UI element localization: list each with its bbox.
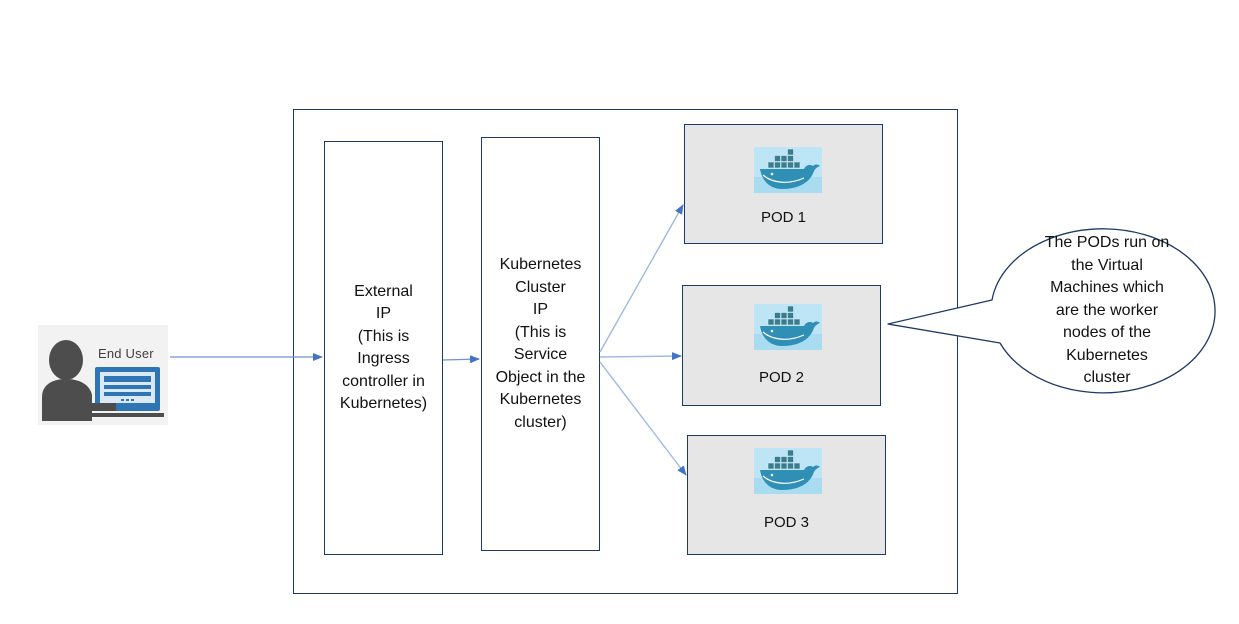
pod-3-label: POD 3 bbox=[763, 514, 809, 531]
callout-bubble bbox=[887, 228, 1216, 394]
pod-3-box: POD 3 bbox=[687, 435, 886, 555]
arrow-ingress-to-service bbox=[442, 355, 480, 364]
arrow-service-to-pod-3 bbox=[599, 361, 687, 476]
pod-1-label: POD 1 bbox=[760, 209, 806, 226]
end-user-label: End User bbox=[98, 346, 154, 361]
ingress-controller-box: External IP (This is Ingress controller … bbox=[324, 141, 443, 555]
pod-2-box: POD 2 bbox=[682, 285, 881, 406]
callout-text: The PODs run on the Virtual Machines whi… bbox=[1044, 234, 1170, 386]
end-user-graphic: End User bbox=[38, 325, 168, 425]
pod-1-box: POD 1 bbox=[684, 124, 883, 244]
pod-2-label: POD 2 bbox=[758, 369, 804, 386]
user-at-computer-icon bbox=[42, 340, 164, 421]
service-cluster-ip-box: Kubernetes Cluster IP (This is Service O… bbox=[481, 137, 600, 551]
arrow-service-to-pod-2 bbox=[599, 352, 682, 361]
ingress-text: External IP (This is Ingress controller … bbox=[339, 282, 428, 413]
arrow-service-to-pod-1 bbox=[599, 204, 684, 353]
service-text: Kubernetes Cluster IP (This is Service O… bbox=[495, 256, 586, 431]
